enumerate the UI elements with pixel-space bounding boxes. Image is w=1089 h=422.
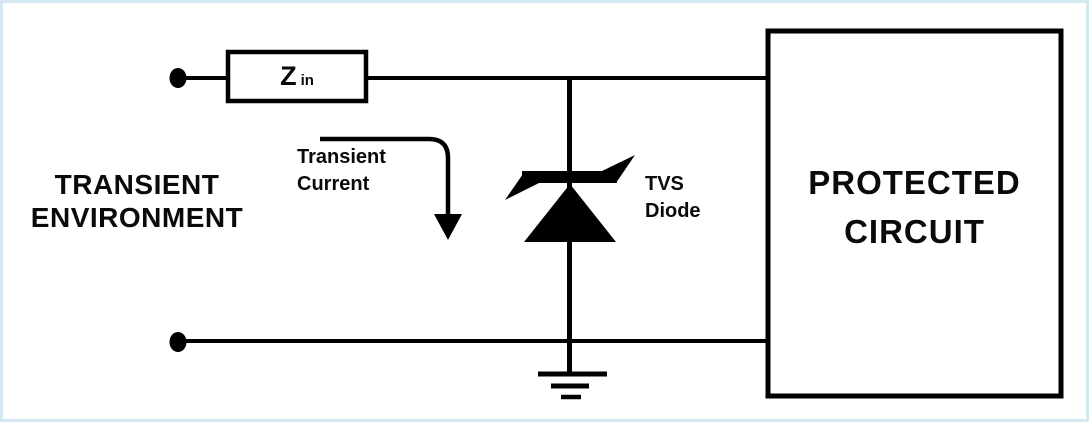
impedance-box xyxy=(225,49,369,104)
tvs-bar-left-bend xyxy=(505,171,539,200)
protected-circuit-label: PROTECTED CIRCUIT xyxy=(768,31,1061,396)
input-terminal-bottom-icon xyxy=(169,332,187,352)
tvs-diode-line2: Diode xyxy=(645,200,701,222)
transient-current-line1: Transient xyxy=(297,146,386,168)
ground-icon xyxy=(538,371,607,400)
transient-environment-label: TRANSIENT ENVIRONMENT xyxy=(11,168,263,234)
transient-environment-line2: ENVIRONMENT xyxy=(30,202,244,233)
tvs-bar-right-bend xyxy=(602,155,635,183)
impedance-subscript: in xyxy=(300,72,314,89)
impedance-symbol: Z xyxy=(280,61,297,91)
input-terminal-top-icon xyxy=(169,68,187,88)
transient-environment-line1: TRANSIENT xyxy=(54,169,220,200)
tvs-diode-label: TVS Diode xyxy=(645,171,701,225)
tvs-cathode-bar xyxy=(522,171,617,183)
protected-circuit-box xyxy=(765,28,1064,399)
tvs-diode-symbol-icon xyxy=(505,155,635,242)
tvs-anode-triangle xyxy=(524,184,616,242)
transient-current-line2: Current xyxy=(297,173,370,195)
protected-circuit-line1: PROTECTED xyxy=(808,163,1021,201)
protected-circuit-line2: CIRCUIT xyxy=(844,212,985,250)
transient-current-arrow-icon xyxy=(320,136,462,240)
transient-current-label: Transient Current xyxy=(297,144,386,198)
tvs-diode-line1: TVS xyxy=(645,173,684,195)
impedance-label: Z in xyxy=(228,52,366,101)
